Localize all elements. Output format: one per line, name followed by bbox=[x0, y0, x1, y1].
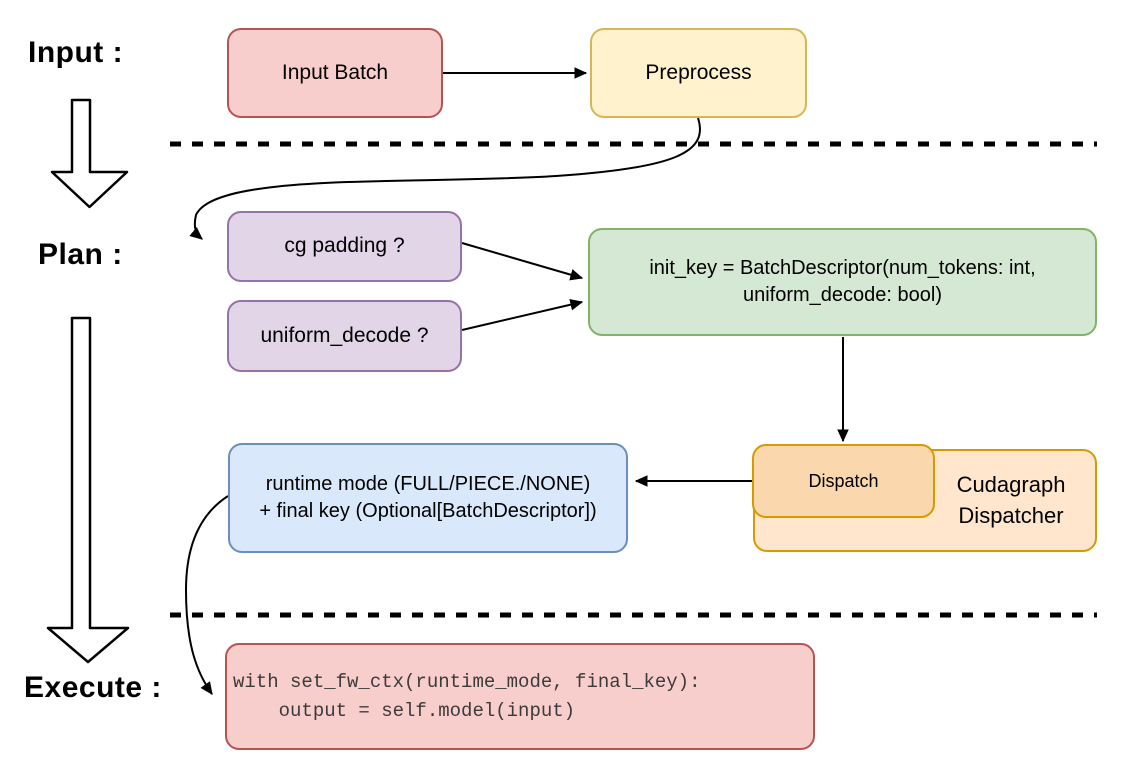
node-runtime-final-key: runtime mode (FULL/PIECE./NONE) + final … bbox=[228, 443, 628, 553]
node-cudagraph-line2: Dispatcher bbox=[958, 502, 1064, 528]
section-arrow-input-to-plan-icon bbox=[50, 98, 129, 209]
node-uniform-decode: uniform_decode ? bbox=[227, 300, 462, 372]
node-preprocess-label: Preprocess bbox=[645, 60, 752, 84]
input-section-label: Input : bbox=[28, 36, 124, 69]
node-dispatch-label: Dispatch bbox=[808, 470, 879, 491]
node-uniform-decode-label: uniform_decode ? bbox=[260, 323, 429, 347]
execute-section-label: Execute : bbox=[24, 671, 162, 704]
node-cudagraph-dispatcher-label: Cudagraph Dispatcher bbox=[927, 470, 1095, 532]
edge-cg-padding-to-init-key bbox=[461, 242, 584, 281]
node-runtime-line1: runtime mode (FULL/PIECE./NONE) bbox=[265, 473, 591, 495]
node-init-key-line1: init_key = BatchDescriptor(num_tokens: i… bbox=[649, 257, 1036, 279]
node-dispatch: Dispatch bbox=[752, 444, 935, 518]
node-init-key: init_key = BatchDescriptor(num_tokens: i… bbox=[588, 228, 1097, 336]
node-cg-padding: cg padding ? bbox=[227, 211, 462, 282]
edge-uniform-decode-to-init-key bbox=[461, 298, 584, 331]
plan-section-label: Plan : bbox=[38, 238, 123, 271]
node-execute-code-line1: with set_fw_ctx(runtime_mode, final_key)… bbox=[233, 671, 701, 693]
node-cudagraph-line1: Cudagraph bbox=[956, 471, 1066, 497]
node-input-batch: Input Batch bbox=[227, 28, 443, 118]
node-input-batch-label: Input Batch bbox=[281, 60, 389, 84]
edge-runtime-mode-to-execute-code bbox=[184, 495, 229, 695]
node-preprocess: Preprocess bbox=[590, 28, 807, 118]
node-runtime-line2: + final key (Optional[BatchDescriptor]) bbox=[259, 500, 597, 522]
node-execute-code-line2: output = self.model(input) bbox=[233, 699, 576, 722]
node-execute-code: with set_fw_ctx(runtime_mode, final_key)… bbox=[225, 643, 815, 750]
node-cg-padding-label: cg padding ? bbox=[284, 234, 405, 258]
node-init-key-line2: uniform_decode: bool) bbox=[742, 284, 942, 306]
section-arrow-plan-to-execute-icon bbox=[46, 316, 130, 664]
